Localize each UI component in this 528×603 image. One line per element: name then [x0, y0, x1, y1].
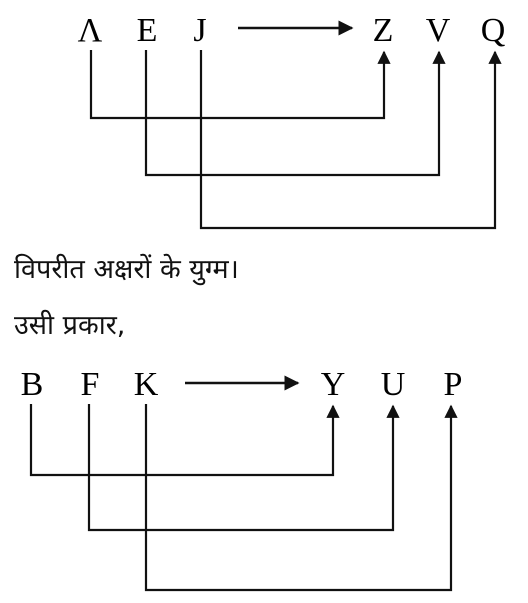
bottom-source-letter-3: K — [134, 366, 159, 403]
caption-similarly: उसी प्रकार, — [14, 310, 126, 341]
top-connector-3 — [199, 50, 502, 230]
bottom-connector-3 — [144, 404, 458, 592]
top-source-letter-3: J — [193, 12, 206, 49]
bottom-mapping-group: B F K Y U P — [21, 366, 463, 592]
bottom-target-letter-2: U — [381, 366, 406, 403]
top-target-letter-2: V — [426, 12, 451, 49]
bottom-connector-2 — [87, 404, 400, 532]
bottom-target-letter-1: Y — [321, 366, 346, 403]
bottom-connector-1 — [29, 404, 340, 477]
top-mapping-group: Λ E J Z V Q — [78, 12, 506, 230]
bottom-target-letter-3: P — [444, 366, 463, 403]
top-connector-2 — [144, 50, 446, 177]
top-connector-1 — [89, 50, 391, 120]
top-source-letter-1: Λ — [78, 12, 103, 49]
top-target-letter-3: Q — [481, 12, 506, 49]
top-source-letter-2: E — [137, 12, 158, 49]
bottom-source-letter-1: B — [21, 366, 44, 403]
caption-opposite-letter-pairs: विपरीत अक्षरों के युग्म। — [14, 254, 239, 285]
top-target-letter-1: Z — [373, 12, 394, 49]
bottom-source-letter-2: F — [81, 366, 100, 403]
